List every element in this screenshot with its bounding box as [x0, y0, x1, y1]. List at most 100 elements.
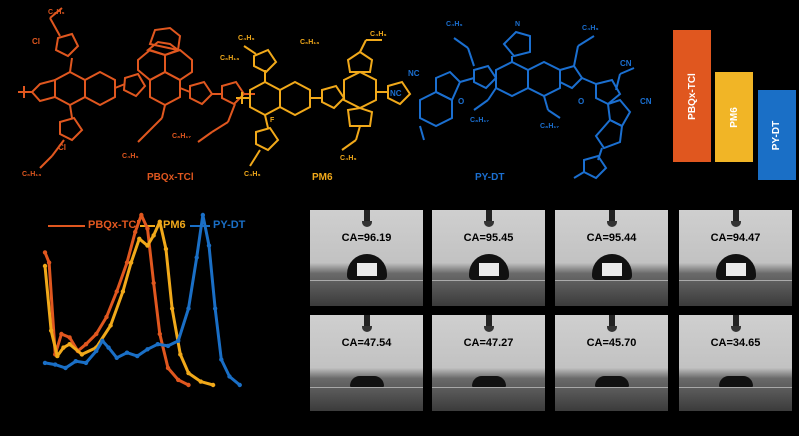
substrate-line	[432, 387, 545, 388]
data-point-1-18	[198, 379, 203, 384]
water-droplet	[718, 376, 753, 387]
legend-pm6: PM6	[163, 219, 186, 231]
pm6-label: PM6	[312, 172, 333, 183]
data-point-2-14	[176, 338, 181, 343]
pbqx-tcl-label: PBQx-TCl	[147, 172, 194, 183]
data-point-2-21	[227, 374, 232, 379]
data-point-0-12	[139, 212, 144, 218]
data-point-1-1	[48, 328, 54, 333]
pydt-c8h17-a: C₈H₁₇	[470, 117, 489, 124]
data-point-1-4	[67, 342, 72, 347]
pydt-n: N	[515, 21, 520, 28]
absorption-chart	[42, 212, 242, 388]
data-point-1-3	[61, 345, 66, 350]
pbqx-cl-top: Cl	[32, 37, 40, 46]
data-point-1-5	[79, 352, 85, 357]
substrate-line	[310, 387, 423, 388]
pbqx-cl-bottom: Cl	[58, 143, 66, 152]
data-point-0-4	[67, 335, 72, 340]
data-point-0-15	[157, 331, 162, 337]
data-point-0-16	[165, 365, 171, 371]
contact-angle-photo: CA=45.70	[555, 315, 668, 411]
pydt-nc-a: NC	[408, 69, 420, 78]
water-droplet	[715, 254, 756, 280]
data-point-2-18	[206, 243, 212, 248]
pydt-cn-b: CN	[640, 97, 652, 106]
needle-tip	[361, 221, 372, 227]
bar-py-dt: PY-DT	[758, 90, 796, 180]
bar-pbqx-tcl: PBQx-TCl	[673, 30, 711, 162]
contact-angle-photo: CA=95.44	[555, 210, 668, 306]
data-point-2-19	[212, 306, 218, 311]
contact-angle-value: CA=96.19	[341, 232, 392, 244]
data-point-1-7	[108, 323, 113, 328]
needle-tip	[606, 221, 617, 227]
data-point-0-17	[176, 377, 181, 383]
pydt-o-a: O	[458, 97, 464, 106]
data-point-0-10	[124, 260, 130, 265]
data-point-2-15	[186, 306, 191, 311]
needle-tip	[483, 221, 494, 227]
contact-angle-value: CA=47.27	[463, 337, 514, 349]
pydt-cn-a: CN	[620, 59, 632, 68]
data-point-1-0	[42, 263, 48, 269]
substrate-line	[555, 280, 668, 281]
needle-tip	[606, 326, 617, 332]
pm6-f: F	[270, 117, 275, 124]
water-droplet	[471, 376, 506, 387]
data-point-2-6	[100, 338, 105, 343]
data-point-2-16	[194, 255, 199, 260]
pbqx-c4h9-bottom: C₄H₉	[122, 153, 139, 160]
bar-py-dt-label: PY-DT	[771, 120, 783, 150]
bar-pbqx-tcl-label: PBQx-TCl	[686, 72, 698, 120]
legend-py-dt: PY-DT	[213, 219, 246, 231]
pm6-c2h5-a: C₆H₁₃	[220, 55, 239, 62]
contact-angle-photo: CA=34.65	[679, 315, 792, 411]
data-point-1-9	[128, 260, 134, 265]
syringe-needle	[732, 210, 739, 222]
data-point-1-15	[169, 306, 175, 311]
substrate-line	[432, 280, 545, 281]
data-point-0-9	[114, 289, 119, 294]
syringe-needle	[608, 315, 615, 327]
pydt-o-b: O	[578, 97, 584, 106]
needle-tip	[730, 326, 741, 332]
data-point-0-0	[42, 250, 48, 255]
water-droplet	[349, 376, 384, 387]
contact-angle-photo: CA=94.47	[679, 210, 792, 306]
py-dt-structure	[419, 30, 635, 180]
data-point-1-8	[120, 289, 126, 294]
contact-angle-value: CA=95.45	[463, 232, 514, 244]
bar-pm6-label: PM6	[728, 106, 740, 128]
syringe-needle	[485, 315, 492, 327]
data-point-1-13	[157, 219, 162, 224]
pm6-c4h9-b: C₄H₉	[370, 31, 387, 38]
data-point-2-0	[42, 360, 48, 366]
contact-angle-photo: CA=96.19	[310, 210, 423, 306]
data-point-2-4	[83, 360, 89, 366]
data-point-0-13	[145, 226, 150, 231]
syringe-needle	[363, 210, 370, 222]
data-point-2-1	[53, 362, 58, 367]
py-dt-label: PY-DT	[475, 172, 505, 183]
data-point-2-12	[155, 342, 160, 347]
pbqx-c8h17: C₈H₁₇	[172, 133, 191, 140]
syringe-needle	[485, 210, 492, 222]
needle-tip	[730, 221, 741, 227]
data-point-0-1	[46, 260, 52, 265]
data-point-0-8	[104, 314, 109, 320]
data-point-1-2	[55, 353, 60, 359]
data-point-0-7	[94, 331, 99, 337]
data-point-0-14	[151, 280, 156, 286]
pbqx-tcl-structure	[18, 7, 255, 169]
data-point-1-12	[151, 233, 156, 238]
contact-angle-value: CA=45.70	[586, 337, 637, 349]
contact-angle-photo: CA=47.54	[310, 315, 423, 411]
data-point-1-11	[145, 243, 150, 248]
data-point-2-17	[200, 212, 206, 218]
water-droplet	[346, 254, 387, 280]
pydt-c4h9-a: C₄H₉	[446, 21, 463, 28]
data-point-1-10	[137, 236, 142, 241]
contact-angle-photo: CA=47.27	[432, 315, 545, 411]
data-point-0-11	[133, 229, 138, 235]
